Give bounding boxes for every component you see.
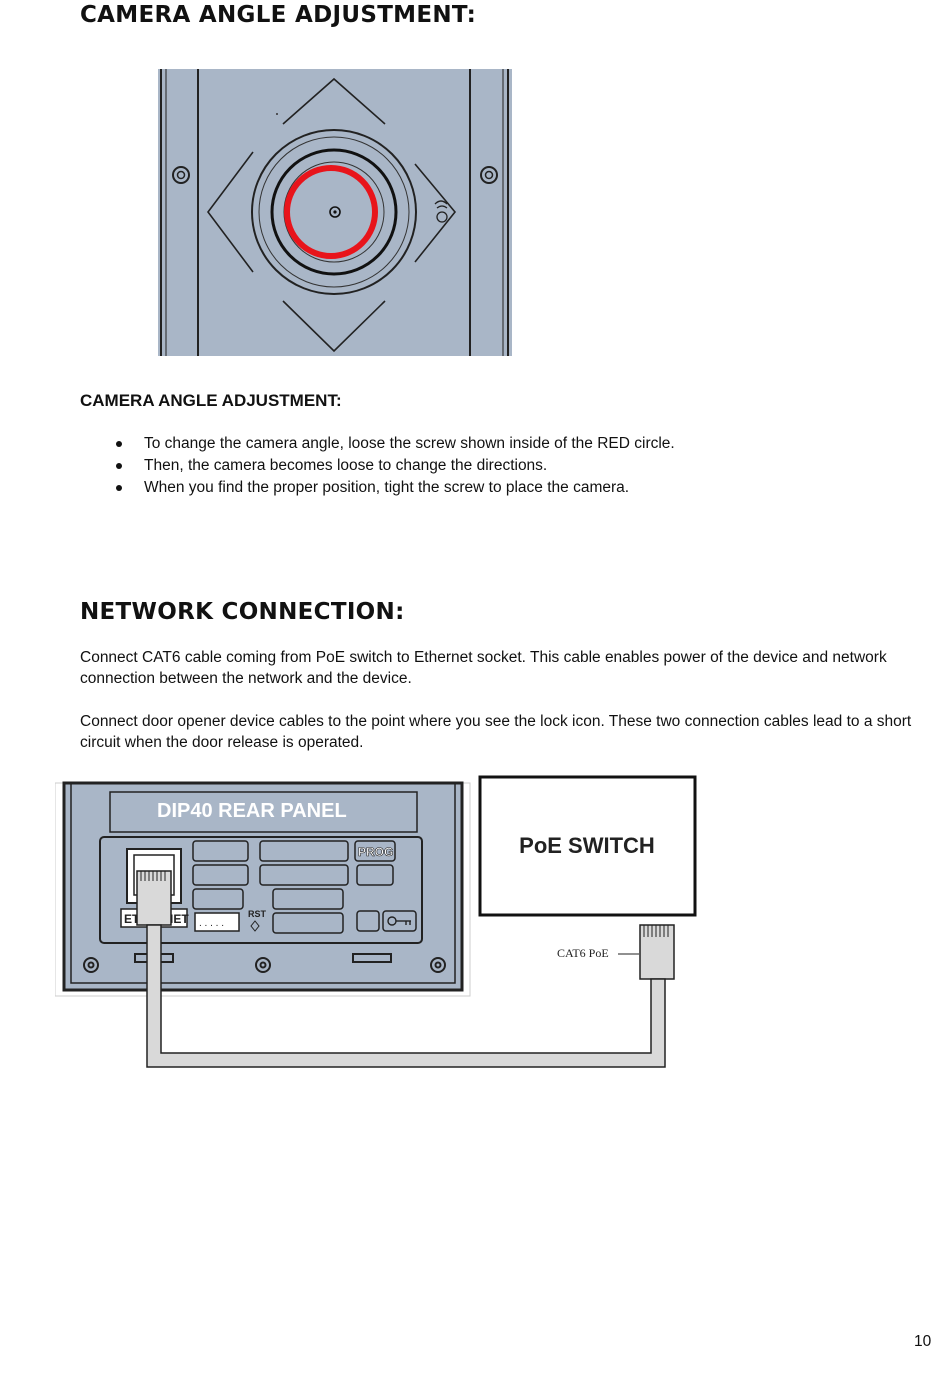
list-item: When you find the proper position, tight… bbox=[80, 477, 675, 499]
red-highlight-circle bbox=[284, 165, 378, 259]
bullet-icon bbox=[116, 485, 122, 491]
network-paragraph-1: Connect CAT6 cable coming from PoE switc… bbox=[80, 649, 887, 687]
rj45-plug-switch bbox=[639, 924, 675, 980]
lock-key-icon bbox=[387, 916, 411, 926]
rj45-plug-panel bbox=[136, 870, 172, 926]
camera-angle-steps: To change the camera angle, loose the sc… bbox=[80, 433, 675, 499]
network-paragraph-2: Connect door opener device cables to the… bbox=[80, 713, 912, 751]
prog-label: PROG bbox=[358, 845, 393, 859]
svg-text:. . . . .: . . . . . bbox=[199, 918, 224, 929]
bullet-icon bbox=[116, 463, 122, 469]
panel-title: DIP40 REAR PANEL bbox=[157, 800, 347, 822]
page-number: 10 bbox=[914, 1333, 932, 1350]
left-screw-icon bbox=[172, 166, 190, 184]
center-screw-icon bbox=[329, 206, 341, 218]
list-item: To change the camera angle, loose the sc… bbox=[80, 433, 675, 455]
cable-label: CAT6 PoE bbox=[557, 946, 609, 960]
network-wiring-diagram: DIP40 REAR PANEL PROG RST . . . . . ETHE… bbox=[55, 775, 697, 1068]
rst-label: RST bbox=[248, 909, 267, 919]
camera-angle-heading: CAMERA ANGLE ADJUSTMENT: bbox=[80, 2, 477, 28]
list-item: Then, the camera becomes loose to change… bbox=[80, 455, 675, 477]
camera-front-panel-figure bbox=[158, 69, 512, 356]
poe-switch-box bbox=[478, 775, 697, 917]
right-screw-icon bbox=[480, 166, 498, 184]
bullet-icon bbox=[116, 441, 122, 447]
poe-switch-label: PoE SWITCH bbox=[519, 833, 655, 858]
cat6-cable bbox=[146, 924, 666, 1068]
phone-icon bbox=[434, 200, 448, 223]
camera-angle-subheading: CAMERA ANGLE ADJUSTMENT: bbox=[80, 391, 342, 410]
network-connection-heading: NETWORK CONNECTION: bbox=[80, 599, 405, 625]
